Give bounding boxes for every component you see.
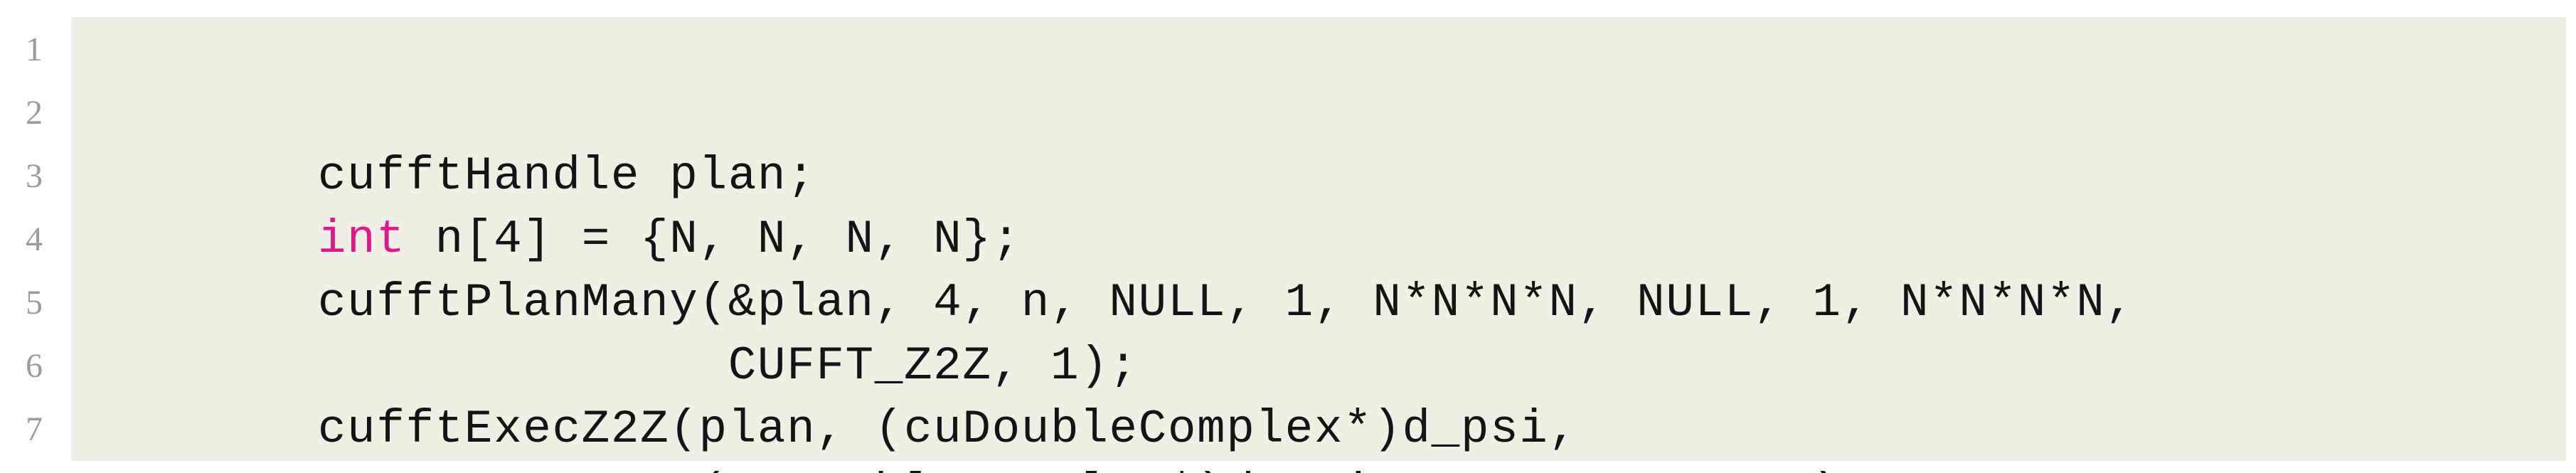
code-line: 7 — [26, 398, 2135, 461]
code-line-text: cufftHandle plan; — [318, 149, 816, 203]
code-token: cufftPlanMany(&plan, 4, n, NULL, 1, N*N*… — [317, 276, 2135, 329]
code-token: (cuDoubleComplex*)d_psi, CUFFT_FORWARD); — [318, 466, 1871, 473]
line-number: 6 — [26, 347, 43, 385]
code-line-text: cufftExecZ2Z(plan, (cuDoubleComplex*)d_p… — [318, 403, 1578, 456]
line-number: 7 — [26, 410, 43, 448]
keyword-token: int — [317, 213, 406, 266]
code-token: CUFFT_Z2Z, 1); — [317, 339, 1139, 393]
code-token: cufftExecZ2Z(plan, (cuDoubleComplex*)d_p… — [317, 403, 1578, 456]
code-line-text: cufftPlanMany(&plan, 4, n, NULL, 1, N*N*… — [318, 276, 2135, 329]
code-line-text: (cuDoubleComplex*)d_psi, CUFFT_FORWARD); — [318, 466, 1871, 473]
code-token: n[4] = {N, N, N, N}; — [405, 213, 1021, 266]
code-line: 2 int n[4] = {N, N, N, N}; — [26, 81, 2135, 266]
code-line-text: int n[4] = {N, N, N, N}; — [318, 213, 1021, 266]
code-listing: 1 cufftHandle plan; 2 int n[4] = {N, N, … — [26, 17, 2566, 473]
code-token: cufftHandle plan; — [317, 149, 816, 203]
code-line-text: CUFFT_Z2Z, 1); — [318, 339, 1139, 393]
code-line: 4 CUFFT_Z2Z, 1); — [26, 208, 2135, 393]
code-line: 6 (cuDoubleComplex*)d_psi, CUFFT_FORWARD… — [26, 334, 2135, 473]
code-line: 3 cufftPlanMany(&plan, 4, n, NULL, 1, N*… — [26, 144, 2135, 329]
line-number: 5 — [26, 284, 43, 321]
line-number: 2 — [26, 94, 43, 132]
line-number: 1 — [26, 31, 43, 68]
code-line: 1 cufftHandle plan; — [26, 18, 2135, 203]
code-lines-container: 1 cufftHandle plan; 2 int n[4] = {N, N, … — [26, 18, 2135, 473]
line-number: 3 — [26, 157, 43, 195]
code-line: 5 cufftExecZ2Z(plan, (cuDoubleComplex*)d… — [26, 271, 2135, 456]
line-number: 4 — [26, 220, 43, 258]
